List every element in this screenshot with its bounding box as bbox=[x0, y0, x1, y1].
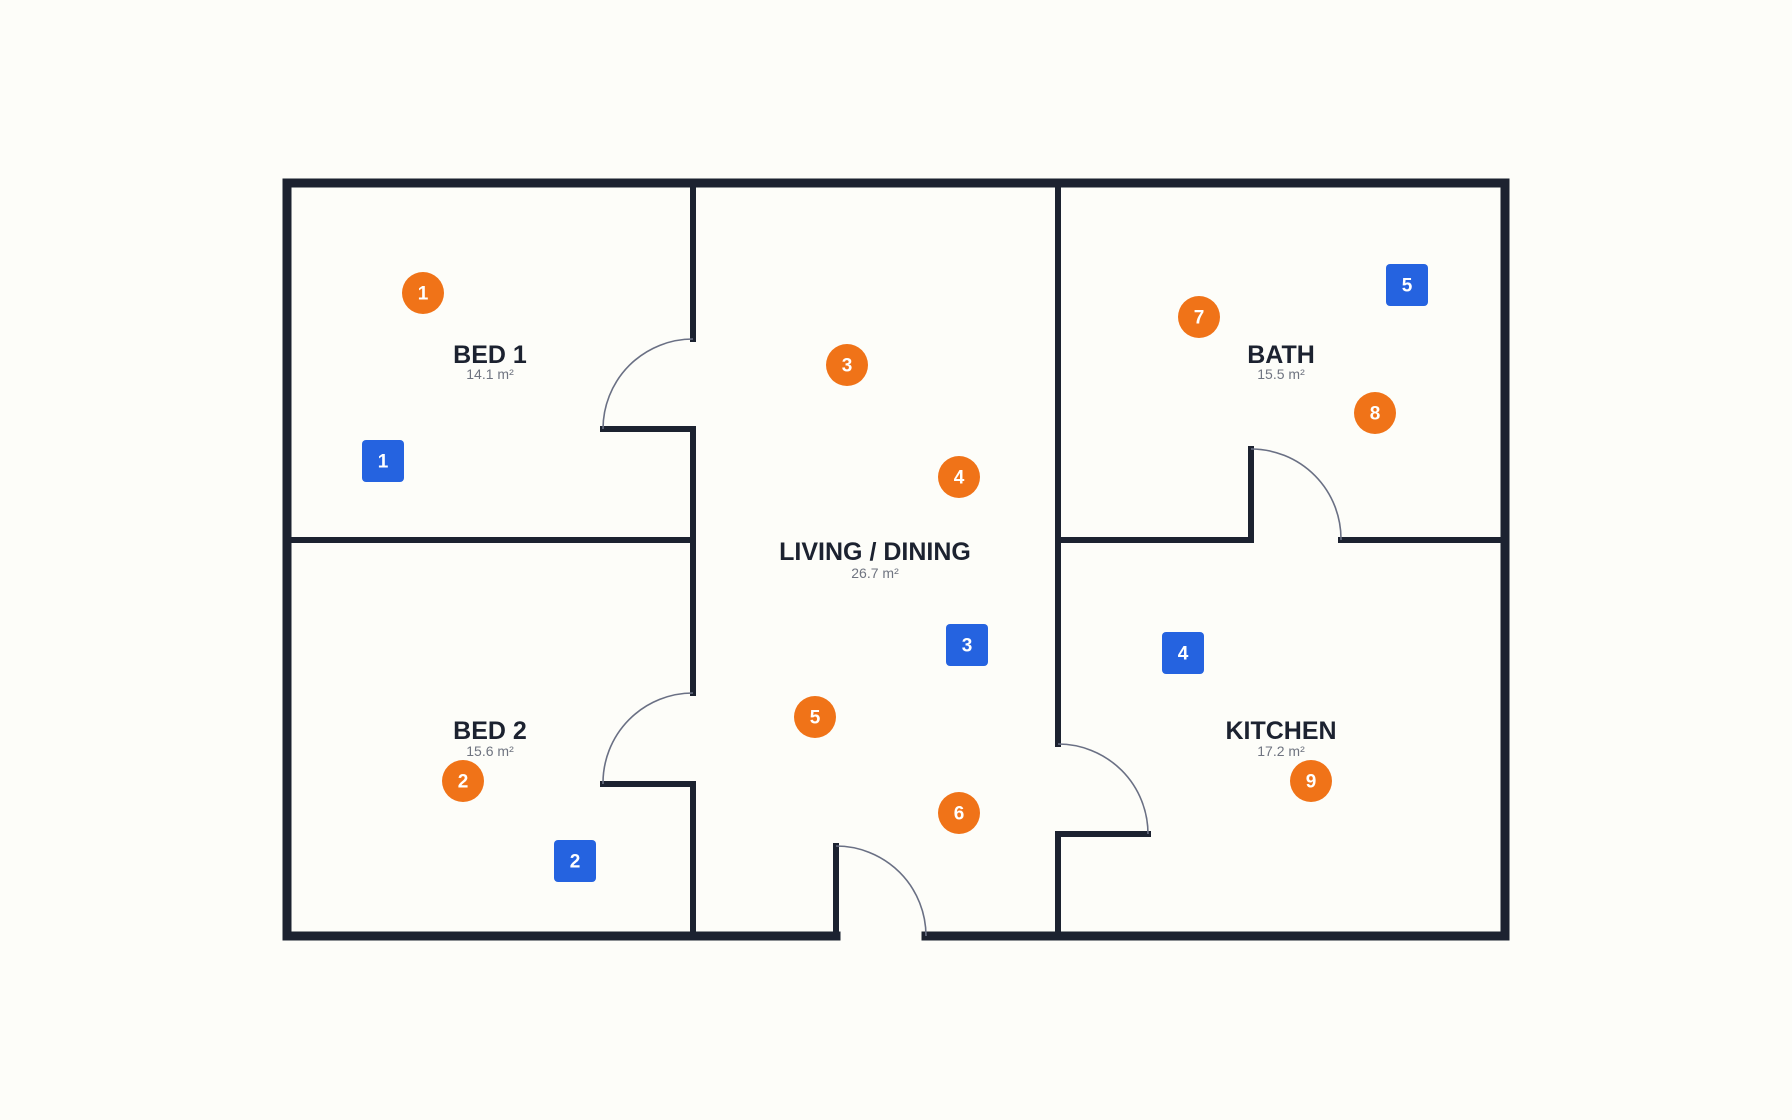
room-name: BED 2 bbox=[453, 717, 527, 745]
circle-marker-label: 1 bbox=[418, 284, 429, 305]
circle-marker-label: 4 bbox=[954, 468, 965, 489]
room-living-dining: LIVING / DINING 26.7 m² bbox=[779, 538, 971, 581]
circle-marker-label: 6 bbox=[954, 804, 965, 825]
square-marker-shape bbox=[554, 840, 596, 882]
room-name: BED 1 bbox=[453, 341, 527, 369]
room-kitchen: KITCHEN 17.2 m² bbox=[1225, 717, 1336, 759]
square-marker-shape bbox=[1386, 264, 1428, 306]
square-marker[interactable]: 1 bbox=[362, 440, 404, 482]
circle-marker[interactable]: 7 bbox=[1178, 296, 1220, 338]
interior-walls bbox=[284, 180, 1508, 939]
room-labels: BED 1 14.1 m² BED 2 15.6 m² LIVING / DIN… bbox=[453, 341, 1336, 759]
room-bed-2: BED 2 15.6 m² bbox=[453, 717, 527, 759]
door-bed2-arc bbox=[602, 692, 694, 785]
circle-marker-label: 2 bbox=[458, 772, 469, 793]
room-area: 17.2 m² bbox=[1257, 743, 1305, 759]
circle-marker[interactable]: 4 bbox=[938, 456, 980, 498]
room-bath: BATH 15.5 m² bbox=[1247, 341, 1315, 382]
door-bath-arc bbox=[1250, 448, 1342, 541]
exterior-walls bbox=[282, 178, 1510, 941]
circle-marker-label: 7 bbox=[1194, 308, 1205, 329]
circle-marker-label: 9 bbox=[1306, 772, 1317, 793]
circle-marker[interactable]: 1 bbox=[402, 272, 444, 314]
square-marker-shape bbox=[946, 624, 988, 666]
circle-marker-shape bbox=[938, 456, 980, 498]
room-area: 15.6 m² bbox=[466, 743, 514, 759]
square-marker[interactable]: 3 bbox=[946, 624, 988, 666]
square-marker-label: 2 bbox=[570, 852, 581, 873]
square-marker-label: 3 bbox=[962, 636, 973, 657]
square-markers: 1 2 3 4 5 bbox=[362, 264, 1428, 882]
square-marker[interactable]: 2 bbox=[554, 840, 596, 882]
square-marker-label: 5 bbox=[1402, 276, 1413, 297]
doors bbox=[602, 338, 1342, 937]
circle-marker-label: 5 bbox=[810, 708, 821, 729]
square-marker-label: 4 bbox=[1178, 644, 1189, 665]
circle-marker[interactable]: 5 bbox=[794, 696, 836, 738]
circle-marker[interactable]: 3 bbox=[826, 344, 868, 386]
square-marker[interactable]: 5 bbox=[1386, 264, 1428, 306]
circle-marker-shape bbox=[402, 272, 444, 314]
square-marker[interactable]: 4 bbox=[1162, 632, 1204, 674]
circle-marker-label: 3 bbox=[842, 356, 853, 377]
circle-marker-shape bbox=[1354, 392, 1396, 434]
door-bed1-arc bbox=[602, 338, 694, 430]
room-area: 14.1 m² bbox=[466, 366, 514, 382]
circle-marker-shape bbox=[938, 792, 980, 834]
circle-marker[interactable]: 6 bbox=[938, 792, 980, 834]
circle-marker[interactable]: 2 bbox=[442, 760, 484, 802]
room-area: 26.7 m² bbox=[851, 565, 899, 581]
square-marker-shape bbox=[1162, 632, 1204, 674]
door-entry-arc bbox=[835, 845, 927, 937]
door-kitchen-arc bbox=[1057, 743, 1149, 835]
room-name: LIVING / DINING bbox=[779, 538, 971, 566]
circle-marker[interactable]: 9 bbox=[1290, 760, 1332, 802]
square-marker-label: 1 bbox=[378, 452, 389, 473]
circle-marker-label: 8 bbox=[1370, 404, 1381, 425]
circle-marker-shape bbox=[794, 696, 836, 738]
room-bed-1: BED 1 14.1 m² bbox=[453, 341, 527, 382]
circle-marker-shape bbox=[826, 344, 868, 386]
room-area: 15.5 m² bbox=[1257, 366, 1305, 382]
circle-marker-shape bbox=[1290, 760, 1332, 802]
square-marker-shape bbox=[362, 440, 404, 482]
circle-marker[interactable]: 8 bbox=[1354, 392, 1396, 434]
room-name: KITCHEN bbox=[1225, 717, 1336, 745]
circle-marker-shape bbox=[442, 760, 484, 802]
circle-markers: 1 2 3 4 5 6 7 8 9 bbox=[402, 272, 1396, 834]
circle-marker-shape bbox=[1178, 296, 1220, 338]
room-name: BATH bbox=[1247, 341, 1315, 369]
